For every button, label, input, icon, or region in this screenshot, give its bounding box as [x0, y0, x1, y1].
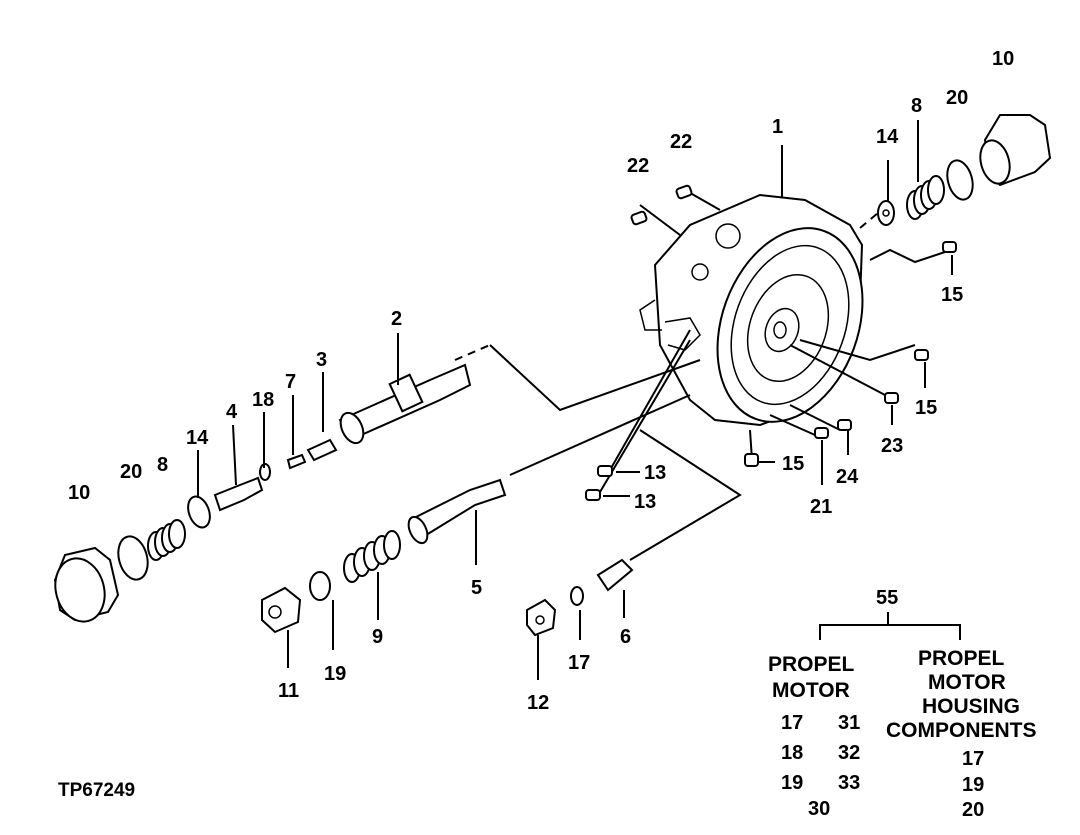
- kit-right-title-line4: COMPONENTS: [886, 719, 1037, 742]
- callout-14-lower: 14: [186, 427, 209, 449]
- plug-10-upper: [979, 114, 1052, 187]
- kit-right-item: 19: [962, 774, 984, 796]
- spring-9: [343, 530, 401, 583]
- kit-left-item: 30: [808, 798, 830, 820]
- kit-left-item: 19: [781, 772, 803, 794]
- callout-13-lower: 13: [634, 491, 656, 513]
- callout-7: 7: [285, 371, 296, 393]
- callout-1: 1: [772, 116, 783, 138]
- kit-left-item: 18: [781, 742, 803, 764]
- callout-12: 12: [527, 692, 549, 714]
- callout-18: 18: [252, 389, 274, 411]
- spring-8-upper: [906, 175, 945, 220]
- callout-15-mid: 15: [915, 397, 937, 419]
- kit-left-item: 31: [838, 712, 860, 734]
- callout-19: 19: [324, 663, 346, 685]
- figure-id: TP67249: [58, 780, 135, 801]
- callout-2: 2: [391, 308, 402, 330]
- callout-10-lower: 10: [68, 482, 90, 504]
- callout-6: 6: [620, 626, 631, 648]
- callout-15-right: 15: [941, 284, 963, 306]
- callout-4: 4: [226, 401, 238, 423]
- cartridge-2: [338, 363, 472, 445]
- callout-13-upper: 13: [644, 462, 666, 484]
- kit-left-title-line2: MOTOR: [772, 679, 850, 702]
- kit-right-item: 17: [962, 748, 984, 770]
- callout-22-right: 22: [670, 131, 692, 153]
- callout-9: 9: [372, 626, 383, 648]
- callout-5: 5: [471, 577, 482, 599]
- callout-14-upper: 14: [876, 126, 899, 148]
- callout-10-upper: 10: [992, 48, 1014, 70]
- spring-8-lower: [147, 519, 186, 561]
- kit-right-item: 20: [962, 799, 984, 821]
- callout-20-upper: 20: [946, 87, 968, 109]
- callout-3: 3: [316, 349, 327, 371]
- callout-8-upper: 8: [911, 95, 922, 117]
- kit-right-title-line1: PROPEL: [918, 647, 1005, 670]
- callout-21: 21: [810, 496, 832, 518]
- kit-right-title-line3: HOUSING: [922, 695, 1020, 718]
- kit-left-item: 17: [781, 712, 803, 734]
- callout-24: 24: [836, 466, 859, 488]
- callout-17: 17: [568, 652, 590, 674]
- callout-8-lower: 8: [157, 454, 168, 476]
- kit-left-item: 33: [838, 772, 860, 794]
- kit-number: 55: [876, 587, 898, 609]
- kit-left-title-line1: PROPEL: [768, 653, 855, 676]
- callout-23: 23: [881, 435, 903, 457]
- callout-22-left: 22: [627, 155, 649, 177]
- plug-10-lower: [53, 546, 120, 623]
- kit-left-item: 32: [838, 742, 860, 764]
- callout-15-low: 15: [782, 453, 804, 475]
- callout-20-lower: 20: [120, 461, 142, 483]
- callout-11: 11: [278, 680, 299, 702]
- kit-right-title-line2: MOTOR: [928, 671, 1006, 694]
- motor-housing: [639, 193, 864, 427]
